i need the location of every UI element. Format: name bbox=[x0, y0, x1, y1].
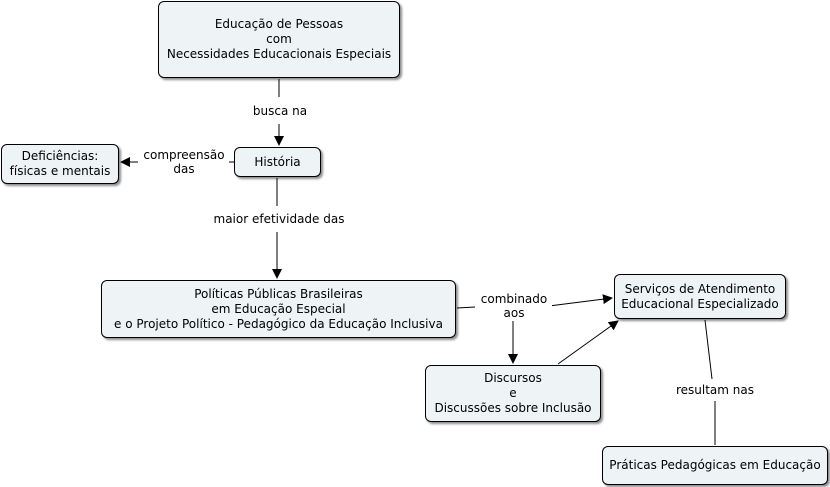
link-label-compreensao-das: compreensão das bbox=[139, 148, 229, 176]
concept-deficiencias[interactable]: Deficiências: físicas e mentais bbox=[1, 144, 119, 184]
link-label-maior-efetividade: maior efetividade das bbox=[206, 212, 352, 226]
edge-discursos-to-servicos bbox=[557, 320, 619, 365]
concept-historia[interactable]: História bbox=[234, 147, 321, 177]
concept-servicos-atendimento[interactable]: Serviços de Atendimento Educacional Espe… bbox=[614, 274, 786, 319]
concept-discursos[interactable]: Discursos e Discussões sobre Inclusão bbox=[425, 365, 601, 422]
concept-politicas-publicas[interactable]: Políticas Públicas Brasileiras em Educaç… bbox=[101, 280, 456, 338]
link-label-combinado-aos: combinado aos bbox=[476, 292, 552, 320]
concept-educacao-pessoas-nee[interactable]: Educação de Pessoas com Necessidades Edu… bbox=[158, 1, 400, 78]
edge-servicos-to-resultam bbox=[704, 319, 713, 380]
edge-combinado-to-servicos bbox=[548, 294, 613, 307]
link-label-busca-na: busca na bbox=[248, 104, 312, 118]
concept-praticas-pedagogicas[interactable]: Práticas Pedagógicas em Educação bbox=[602, 446, 828, 485]
link-label-resultam-nas: resultam nas bbox=[670, 383, 760, 397]
edge-politicas-to-combinado bbox=[456, 306, 476, 309]
